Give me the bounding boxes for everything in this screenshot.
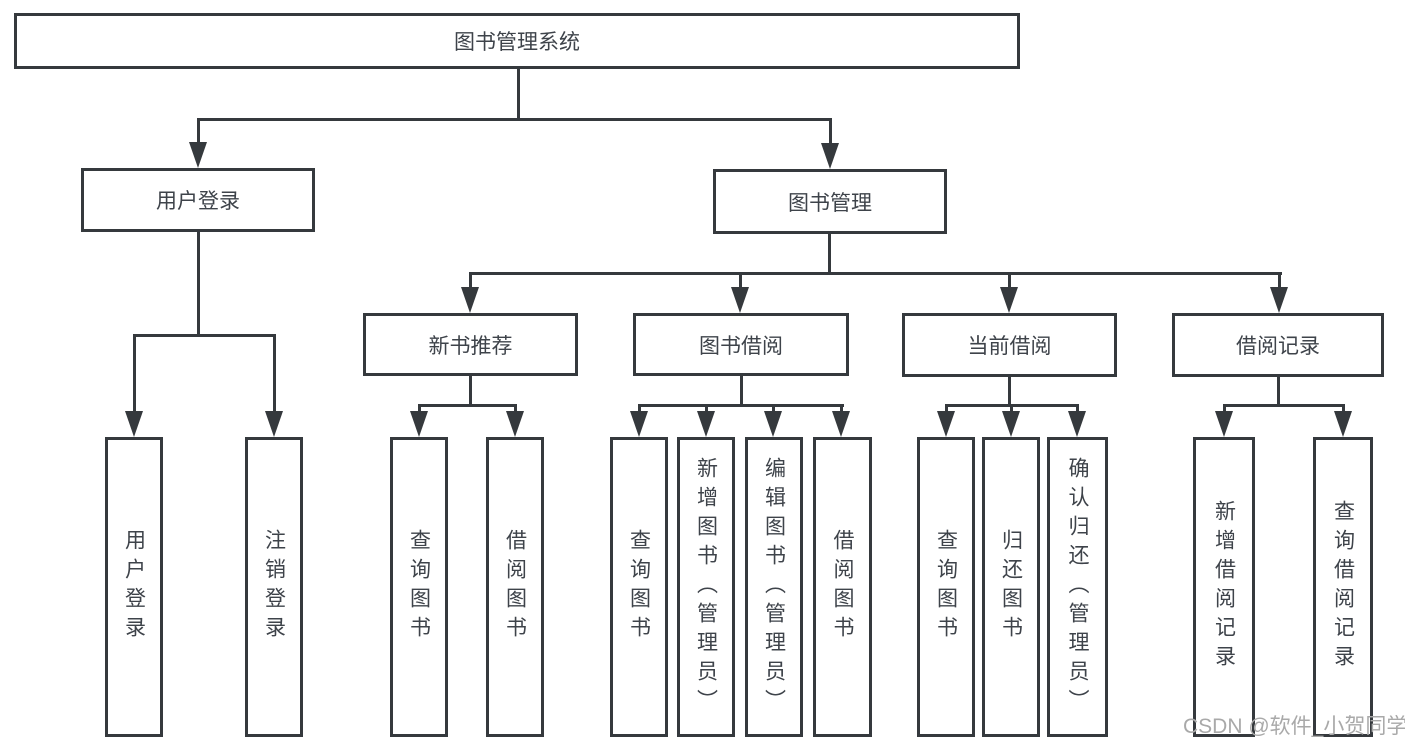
arrow-down-icon <box>1002 411 1020 437</box>
h-line <box>133 334 276 337</box>
v-line <box>945 406 948 414</box>
v-line <box>638 406 641 414</box>
v-line <box>514 406 517 414</box>
arrow-down-icon <box>630 411 648 437</box>
arrow-down-icon <box>189 142 207 168</box>
v-line <box>469 375 472 406</box>
arrow-down-icon <box>1334 411 1352 437</box>
node-book-borrowing: 图书借阅 <box>633 313 849 376</box>
v-line <box>739 274 742 289</box>
h-line <box>197 118 832 121</box>
node-current-borrowing-label: 当前借阅 <box>967 335 1052 358</box>
node-leaf-confirm-return-admin: 确认归还（管理员） <box>1047 437 1108 737</box>
v-line <box>1008 274 1011 289</box>
arrow-down-icon <box>821 143 839 169</box>
node-leaf-borrow-books-2: 借阅图书 <box>813 437 872 737</box>
arrow-down-icon <box>1068 411 1086 437</box>
node-leaf-add-borrow-record: 新增借阅记录 <box>1193 437 1255 737</box>
node-leaf-query-books-1: 查询图书 <box>390 437 448 737</box>
leaf-label: 借阅图书 <box>831 529 854 645</box>
arrow-down-icon <box>265 411 283 437</box>
node-leaf-edit-books-admin: 编辑图书（管理员） <box>745 437 803 737</box>
node-user-login-label: 用户登录 <box>156 190 240 213</box>
h-line <box>945 404 1079 407</box>
leaf-label: 用户登录 <box>122 529 146 645</box>
v-line <box>273 336 276 413</box>
h-line <box>418 404 517 407</box>
csdn-watermark: CSDN @软件_小贺同学 <box>1183 715 1405 738</box>
arrow-down-icon <box>410 411 428 437</box>
v-line <box>1277 375 1280 406</box>
v-line <box>1076 406 1079 414</box>
v-line <box>197 120 200 144</box>
node-leaf-user-login: 用户登录 <box>105 437 163 737</box>
node-leaf-logout: 注销登录 <box>245 437 303 737</box>
node-leaf-borrow-books-1: 借阅图书 <box>486 437 544 737</box>
node-leaf-query-books-3: 查询图书 <box>917 437 975 737</box>
node-new-book-recommend: 新书推荐 <box>363 313 578 376</box>
leaf-label: 查询图书 <box>627 529 651 645</box>
node-new-book-recommend-label: 新书推荐 <box>428 334 513 358</box>
node-leaf-query-borrow-record: 查询借阅记录 <box>1313 437 1373 737</box>
node-borrowing-records-label: 借阅记录 <box>1236 335 1320 358</box>
node-user-login: 用户登录 <box>81 168 315 232</box>
v-line <box>1278 274 1281 289</box>
arrow-down-icon <box>506 411 524 437</box>
arrow-down-icon <box>832 411 850 437</box>
h-line <box>1223 404 1345 407</box>
v-line <box>772 406 775 414</box>
leaf-label: 确认归还（管理员） <box>1066 456 1089 718</box>
v-line <box>469 274 472 289</box>
arrow-down-icon <box>1270 287 1288 313</box>
node-leaf-return-books: 归还图书 <box>982 437 1040 737</box>
node-leaf-add-books-admin: 新增图书（管理员） <box>677 437 735 737</box>
v-line <box>1342 406 1345 414</box>
node-root: 图书管理系统 <box>14 13 1020 69</box>
v-line <box>740 375 743 406</box>
v-line <box>840 406 843 414</box>
leaf-label: 借阅图书 <box>503 529 527 645</box>
node-borrowing-records: 借阅记录 <box>1172 313 1384 377</box>
v-line <box>828 233 831 274</box>
leaf-label: 编辑图书（管理员） <box>762 456 786 718</box>
arrow-down-icon <box>1000 287 1018 313</box>
v-line <box>1010 406 1013 414</box>
v-line <box>1223 406 1226 414</box>
v-line <box>133 336 136 413</box>
node-root-label: 图书管理系统 <box>454 31 580 54</box>
v-line <box>517 68 520 121</box>
arrow-down-icon <box>1215 411 1233 437</box>
leaf-label: 查询借阅记录 <box>1331 500 1355 674</box>
arrow-down-icon <box>461 287 479 313</box>
node-current-borrowing: 当前借阅 <box>902 313 1117 377</box>
h-line <box>638 404 844 407</box>
node-book-management-label: 图书管理 <box>788 191 872 215</box>
node-leaf-query-books-2: 查询图书 <box>610 437 668 737</box>
v-line <box>418 406 421 414</box>
node-book-management: 图书管理 <box>713 169 947 234</box>
v-line <box>1008 375 1011 406</box>
leaf-label: 查询图书 <box>407 529 431 645</box>
arrow-down-icon <box>764 411 782 437</box>
h-line <box>469 272 1282 275</box>
leaf-label: 新增借阅记录 <box>1212 500 1236 674</box>
v-line <box>197 231 200 336</box>
leaf-label: 注销登录 <box>262 529 286 645</box>
arrow-down-icon <box>697 411 715 437</box>
leaf-label: 归还图书 <box>999 529 1023 645</box>
leaf-label: 查询图书 <box>934 529 958 645</box>
arrow-down-icon <box>125 411 143 437</box>
v-line <box>829 120 832 145</box>
v-line <box>705 406 708 414</box>
arrow-down-icon <box>937 411 955 437</box>
arrow-down-icon <box>731 287 749 313</box>
leaf-label: 新增图书（管理员） <box>694 456 718 718</box>
node-book-borrowing-label: 图书借阅 <box>699 334 783 358</box>
